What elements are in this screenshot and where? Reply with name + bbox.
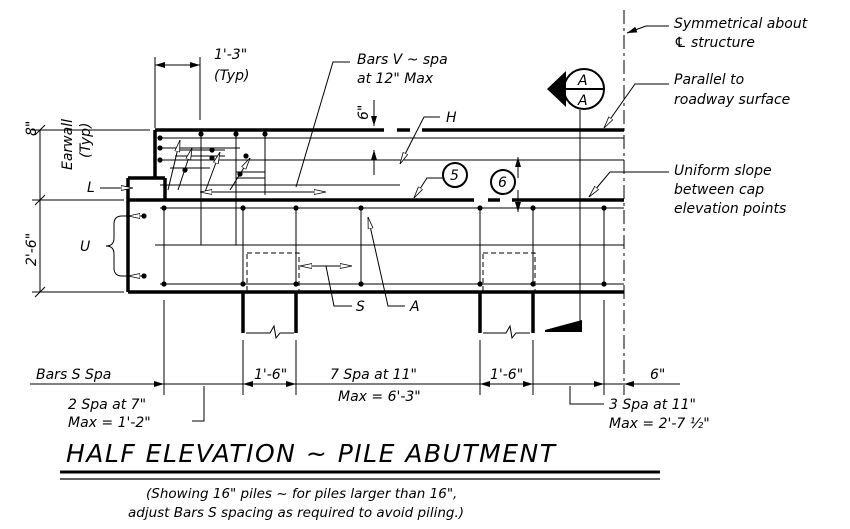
rebar-dots xyxy=(141,131,607,287)
earwall-label-1: Earwall xyxy=(60,119,76,170)
bubble-6 xyxy=(490,169,516,195)
dim-1ft6in-right: 1'-6" xyxy=(490,367,523,383)
bar-label-S: S xyxy=(356,299,365,315)
section-marker: A A xyxy=(545,68,605,332)
symmetrical-label-1: Symmetrical about xyxy=(674,16,808,32)
bars-s-spa-label: Bars S Spa xyxy=(36,367,111,383)
note-line-1: (Showing 16" piles ~ for piles larger th… xyxy=(146,486,457,502)
dim-6in-horizontal: 6" xyxy=(650,367,665,383)
u-bar xyxy=(105,216,142,276)
max-2ft7in-label: Max = 2'-7 ½" xyxy=(609,416,710,432)
two-spa-leader xyxy=(192,386,205,422)
h-leader xyxy=(399,116,440,164)
a-leader xyxy=(367,217,405,307)
dim-1ft6in-left: 1'-6" xyxy=(254,367,287,383)
max-1ft2in-label: Max = 1'-2" xyxy=(68,415,151,431)
uniform-label-2: between cap xyxy=(674,182,764,198)
bubble-6-label: 6 xyxy=(498,175,507,191)
bars-v-label-1: Bars V ~ spa xyxy=(357,52,448,68)
centerline-leader-arrow xyxy=(626,25,647,34)
section-marker-bottom: A xyxy=(577,93,588,109)
piles xyxy=(241,292,535,340)
bar-label-L: L xyxy=(87,180,95,196)
dim-6in-vertical: 6" xyxy=(356,105,372,120)
parallel-leader xyxy=(603,83,669,128)
uniform-leader xyxy=(588,171,669,198)
pile-outline-left xyxy=(246,252,300,293)
dim-7-spa: 7 Spa at 11" xyxy=(330,367,417,383)
dim-2ft6in: 2'-6" xyxy=(24,233,40,266)
bar-label-U: U xyxy=(80,239,90,255)
bar-label-H: H xyxy=(446,110,457,126)
bars-v-label-2: at 12" Max xyxy=(357,71,434,87)
uniform-label-3: elevation points xyxy=(674,201,786,217)
bar-label-A: A xyxy=(409,299,420,315)
typ-label: (Typ) xyxy=(214,68,249,84)
two-spa-label: 2 Spa at 7" xyxy=(68,397,146,413)
bottom-dimension-row xyxy=(30,300,680,395)
max-6ft3in-label: Max = 6'-3" xyxy=(338,389,421,405)
three-spa-label: 3 Spa at 11" xyxy=(609,397,696,413)
pile-outline-right xyxy=(482,252,536,293)
parallel-label-2: roadway surface xyxy=(674,92,790,108)
vertical-bars xyxy=(163,134,605,284)
three-spa-leader xyxy=(569,386,604,405)
note-line-2: adjust Bars S spacing as required to avo… xyxy=(128,505,464,521)
section-marker-top: A xyxy=(577,73,588,89)
earwall-label-2: (Typ) xyxy=(78,123,94,158)
symmetrical-label-2: ℄ structure xyxy=(674,35,755,51)
typ-dim-label: 1'-3" xyxy=(214,47,247,63)
drawing-title: HALF ELEVATION ~ PILE ABUTMENT xyxy=(66,439,557,468)
s-leader xyxy=(325,265,352,307)
bubble-5-label: 5 xyxy=(450,168,459,184)
cap-outline xyxy=(126,128,624,294)
dim-8in: 8" xyxy=(24,121,40,136)
bars-v-leader xyxy=(295,61,350,188)
uniform-label-1: Uniform slope xyxy=(674,163,772,179)
longitudinal-bars xyxy=(155,137,624,285)
bubble-5 xyxy=(442,162,468,188)
parallel-label-1: Parallel to xyxy=(674,72,744,88)
